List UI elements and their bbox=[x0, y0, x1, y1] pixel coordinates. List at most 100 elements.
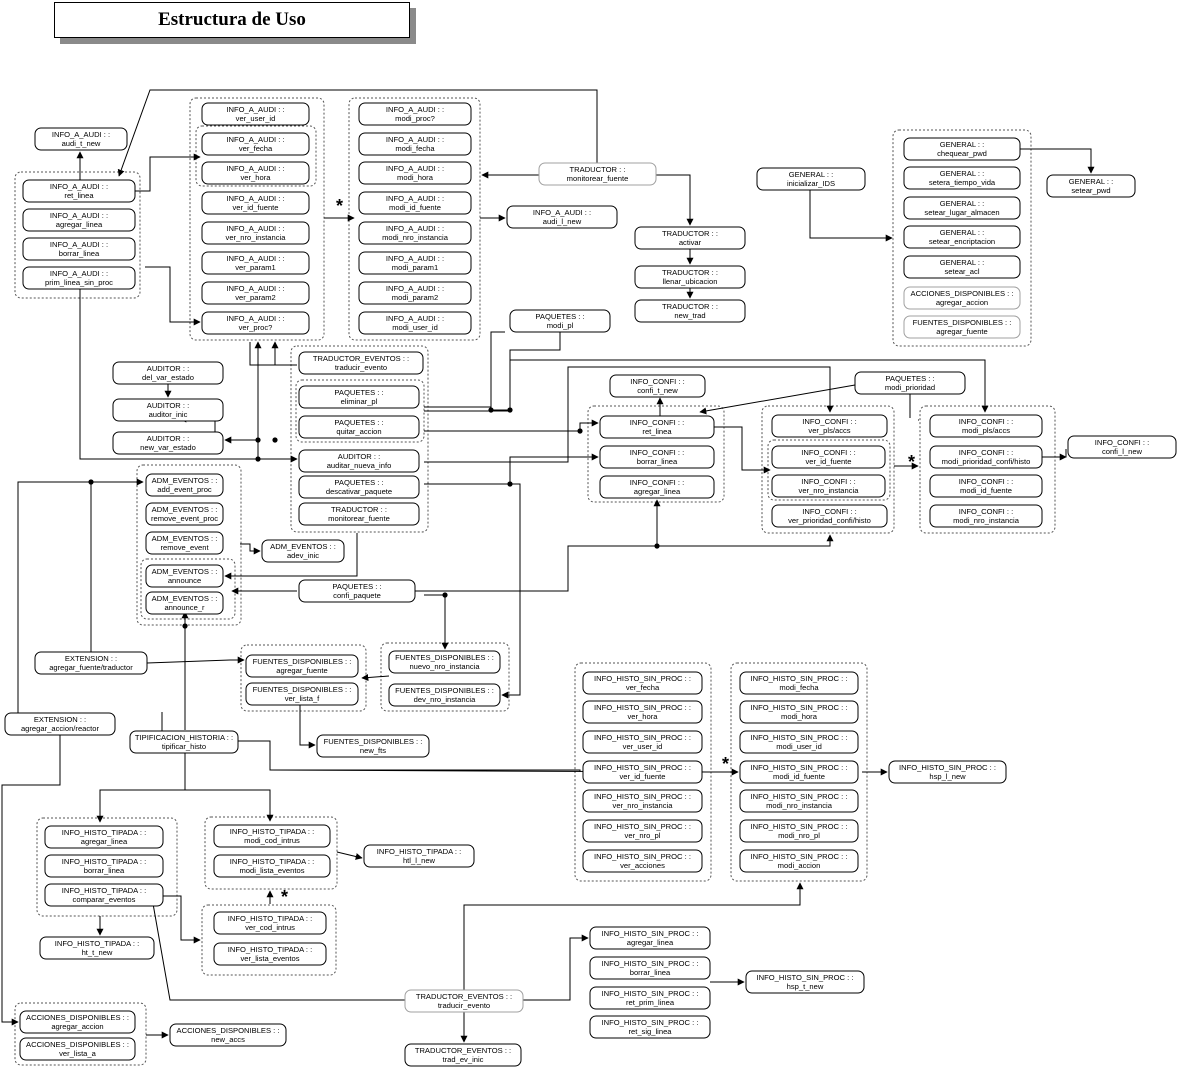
node-gen-setear-encriptacion[interactable]: GENERAL : :setear_encriptacion bbox=[903, 225, 1021, 249]
node-ihsp-ver-id-fuente[interactable]: INFO_HISTO_SIN_PROC : :ver_id_fuente bbox=[582, 760, 703, 784]
node-trev-trad-ev-inic[interactable]: TRADUCTOR_EVENTOS : :trad_ev_inic bbox=[404, 1043, 522, 1067]
node-iaudi-audi-t-new[interactable]: INFO_A_AUDI : :audi_t_new bbox=[34, 127, 128, 151]
node-iaudi-ver-hora[interactable]: INFO_A_AUDI : :ver_hora bbox=[201, 161, 310, 185]
node-aud-auditar-nueva-info[interactable]: AUDITOR : :auditar_nueva_info bbox=[298, 449, 420, 473]
node-trad-new-trad[interactable]: TRADUCTOR : :new_trad bbox=[634, 299, 746, 323]
node-trad-llenar-ubicacion[interactable]: TRADUCTOR : :llenar_ubicacion bbox=[634, 265, 746, 289]
node-ihsp-ver-fecha[interactable]: INFO_HISTO_SIN_PROC : :ver_fecha bbox=[582, 671, 703, 695]
node-gen-chequear-pwd[interactable]: GENERAL : :chequear_pwd bbox=[903, 137, 1021, 161]
node-accdisp-ver-lista-a[interactable]: ACCIONES_DISPONIBLES : :ver_lista_a bbox=[19, 1037, 136, 1061]
node-iht-modi-cod-intrus[interactable]: INFO_HISTO_TIPADA : :modi_cod_intrus bbox=[213, 824, 331, 848]
node-paq-descativar-paquete[interactable]: PAQUETES : :descativar_paquete bbox=[298, 475, 420, 499]
node-ihsp-modi-user-id[interactable]: INFO_HISTO_SIN_PROC : :modi_user_id bbox=[739, 730, 859, 754]
node-fdisp-nuevo-nro-instancia[interactable]: FUENTES_DISPONIBLES : :nuevo_nro_instanc… bbox=[388, 650, 501, 674]
node-iht-modi-lista-eventos[interactable]: INFO_HISTO_TIPADA : :modi_lista_eventos bbox=[213, 854, 331, 878]
node-gen-setear-lugar-almacen[interactable]: GENERAL : :setear_lugar_almacen bbox=[903, 196, 1021, 220]
node-admev-announce[interactable]: ADM_EVENTOS : :announce bbox=[145, 564, 224, 588]
node-aud-auditor-inic[interactable]: AUDITOR : :auditor_inic bbox=[112, 398, 224, 422]
node-iconfi-ver-nro-instancia[interactable]: INFO_CONFI : :ver_nro_instancia bbox=[771, 474, 886, 498]
node-iaudi-modi-fecha[interactable]: INFO_A_AUDI : :modi_fecha bbox=[358, 132, 472, 156]
node-iconfi-modi-nro-instancia[interactable]: INFO_CONFI : :modi_nro_instancia bbox=[929, 504, 1043, 528]
node-aud-new-var-estado[interactable]: AUDITOR : :new_var_estado bbox=[112, 431, 224, 455]
node-fdisp-agregar-fuente-top[interactable]: FUENTES_DISPONIBLES : :agregar_fuente bbox=[903, 315, 1021, 339]
node-trad-activar[interactable]: TRADUCTOR : :activar bbox=[634, 226, 746, 250]
node-iaudi-ver-id-fuente[interactable]: INFO_A_AUDI : :ver_id_fuente bbox=[201, 191, 310, 215]
node-ihsp-hsp-l-new[interactable]: INFO_HISTO_SIN_PROC : :hsp_l_new bbox=[888, 760, 1007, 784]
node-admev-remove-event-proc[interactable]: ADM_EVENTOS : :remove_event_proc bbox=[145, 502, 224, 526]
node-fdisp-ver-lista-f[interactable]: FUENTES_DISPONIBLES : :ver_lista_f bbox=[245, 682, 359, 706]
node-iaudi-prim-linea[interactable]: INFO_A_AUDI : :prim_linea_sin_proc bbox=[22, 266, 136, 290]
node-iconfi-ver-id-fuente[interactable]: INFO_CONFI : :ver_id_fuente bbox=[771, 445, 886, 469]
node-admev-remove-event[interactable]: ADM_EVENTOS : :remove_event bbox=[145, 531, 224, 555]
node-iconfi-modi-pls-accs[interactable]: INFO_CONFI : :modi_pls/accs bbox=[929, 414, 1043, 438]
node-iaudi-ver-fecha[interactable]: INFO_A_AUDI : :ver_fecha bbox=[201, 132, 310, 156]
node-ihsp-ver-nro-pl[interactable]: INFO_HISTO_SIN_PROC : :ver_nro_pl bbox=[582, 819, 703, 843]
node-gen-inicializar-ids[interactable]: GENERAL : :inicializar_IDS bbox=[756, 167, 866, 191]
node-ihsp-modi-fecha[interactable]: INFO_HISTO_SIN_PROC : :modi_fecha bbox=[739, 671, 859, 695]
node-paq-eliminar-pl[interactable]: PAQUETES : :eliminar_pl bbox=[298, 385, 420, 409]
node-paq-quitar-accion[interactable]: PAQUETES : :quitar_accion bbox=[298, 415, 420, 439]
node-ihsp-modi-nro-pl[interactable]: INFO_HISTO_SIN_PROC : :modi_nro_pl bbox=[739, 819, 859, 843]
node-iaudi-ver-user-id[interactable]: INFO_A_AUDI : :ver_user_id bbox=[201, 102, 310, 126]
node-admev-announce-r[interactable]: ADM_EVENTOS : :announce_r bbox=[145, 591, 224, 615]
node-accdisp-new-accs[interactable]: ACCIONES_DISPONIBLES : :new_accs bbox=[169, 1023, 287, 1047]
node-iconfi-borrar-linea[interactable]: INFO_CONFI : :borrar_linea bbox=[599, 445, 715, 469]
node-iht-agregar-linea[interactable]: INFO_HISTO_TIPADA : :agregar_linea bbox=[44, 825, 164, 849]
node-admev-adev-inic[interactable]: ADM_EVENTOS : :adev_inic bbox=[261, 539, 345, 563]
node-ext-agregar-accion-reactor[interactable]: EXTENSION : :agregar_accion/reactor bbox=[4, 712, 116, 736]
node-iconfi-confi-t-new[interactable]: INFO_CONFI : :confi_t_new bbox=[609, 374, 706, 398]
node-accdisp-agregar-accion-top[interactable]: ACCIONES_DISPONIBLES : :agregar_accion bbox=[903, 286, 1021, 310]
node-iht-ver-lista-eventos[interactable]: INFO_HISTO_TIPADA : :ver_lista_eventos bbox=[213, 942, 327, 966]
node-iaudi-modi-param2[interactable]: INFO_A_AUDI : :modi_param2 bbox=[358, 281, 472, 305]
node-gen-setear-pwd[interactable]: GENERAL : :setear_pwd bbox=[1046, 174, 1136, 198]
node-iaudi-modi-user-id[interactable]: INFO_A_AUDI : :modi_user_id bbox=[358, 311, 472, 335]
node-trad-monitorear-fuente[interactable]: TRADUCTOR : :monitorear_fuente bbox=[538, 162, 657, 186]
node-ihsp-hsp-t-new[interactable]: INFO_HISTO_SIN_PROC : :hsp_t_new bbox=[745, 970, 865, 994]
node-iaudi-ver-param2[interactable]: INFO_A_AUDI : :ver_param2 bbox=[201, 281, 310, 305]
node-iaudi-ver-proc[interactable]: INFO_A_AUDI : :ver_proc? bbox=[201, 311, 310, 335]
node-paq-modi-prioridad[interactable]: PAQUETES : :modi_prioridad bbox=[854, 371, 966, 395]
node-iconfi-ver-pls-accs[interactable]: INFO_CONFI : :ver_pls/accs bbox=[771, 414, 888, 438]
node-iconfi-ver-prioridad[interactable]: INFO_CONFI : :ver_prioridad_confi/histo bbox=[771, 504, 888, 528]
node-paq-confi-paquete[interactable]: PAQUETES : :confi_paquete bbox=[298, 579, 416, 603]
node-fdisp-agregar-fuente[interactable]: FUENTES_DISPONIBLES : :agregar_fuente bbox=[245, 654, 359, 678]
node-ihsp-modi-id-fuente[interactable]: INFO_HISTO_SIN_PROC : :modi_id_fuente bbox=[739, 760, 859, 784]
node-iconfi-confi-l-new[interactable]: INFO_CONFI : :confi_l_new bbox=[1067, 435, 1177, 459]
node-iaudi-ver-param1[interactable]: INFO_A_AUDI : :ver_param1 bbox=[201, 251, 310, 275]
node-iaudi-agregar-linea[interactable]: INFO_A_AUDI : :agregar_linea bbox=[22, 208, 136, 232]
node-paq-modi-pl[interactable]: PAQUETES : :modi_pl bbox=[509, 309, 611, 333]
node-trad-monitorear-fuente-2[interactable]: TRADUCTOR : :monitorear_fuente bbox=[298, 502, 420, 526]
node-ihsp-ver-acciones[interactable]: INFO_HISTO_SIN_PROC : :ver_acciones bbox=[582, 849, 703, 873]
node-aud-del-var-estado[interactable]: AUDITOR : :del_var_estado bbox=[112, 361, 224, 385]
node-ihsp-ver-hora[interactable]: INFO_HISTO_SIN_PROC : :ver_hora bbox=[582, 700, 703, 724]
node-iaudi-modi-nro-instancia[interactable]: INFO_A_AUDI : :modi_nro_instancia bbox=[358, 221, 472, 245]
node-ihsp-modi-accion[interactable]: INFO_HISTO_SIN_PROC : :modi_accion bbox=[739, 849, 859, 873]
node-iconfi-ret-linea[interactable]: INFO_CONFI : :ret_linea bbox=[599, 415, 715, 439]
node-ihsp-modi-hora[interactable]: INFO_HISTO_SIN_PROC : :modi_hora bbox=[739, 700, 859, 724]
node-accdisp-agregar-accion[interactable]: ACCIONES_DISPONIBLES : :agregar_accion bbox=[19, 1010, 136, 1034]
node-iconfi-agregar-linea[interactable]: INFO_CONFI : :agregar_linea bbox=[599, 475, 715, 499]
node-iht-htl-l-new[interactable]: INFO_HISTO_TIPADA : :htl_l_new bbox=[363, 844, 475, 868]
node-iaudi-modi-hora[interactable]: INFO_A_AUDI : :modi_hora bbox=[358, 161, 472, 185]
node-trev-traducir-evento-bottom[interactable]: TRADUCTOR_EVENTOS : :traducir_evento bbox=[404, 989, 524, 1013]
node-iaudi-ver-nro-instancia[interactable]: INFO_A_AUDI : :ver_nro_instancia bbox=[201, 221, 310, 245]
node-iaudi-borrar-linea[interactable]: INFO_A_AUDI : :borrar_linea bbox=[22, 237, 136, 261]
node-iconfi-modi-prioridad[interactable]: INFO_CONFI : :modi_prioridad_confi/histo bbox=[929, 445, 1043, 469]
node-ihsp-ver-nro-instancia[interactable]: INFO_HISTO_SIN_PROC : :ver_nro_instancia bbox=[582, 789, 703, 813]
node-iaudi-ret-linea[interactable]: INFO_A_AUDI : :ret_linea bbox=[22, 179, 136, 203]
node-iaudi-modi-id-fuente[interactable]: INFO_A_AUDI : :modi_id_fuente bbox=[358, 191, 472, 215]
node-admev-add-event-proc[interactable]: ADM_EVENTOS : :add_event_proc bbox=[145, 473, 224, 497]
node-gen-setear-acl[interactable]: GENERAL : :setear_acl bbox=[903, 255, 1021, 279]
node-ihsp-modi-nro-instancia[interactable]: INFO_HISTO_SIN_PROC : :modi_nro_instanci… bbox=[739, 789, 859, 813]
node-iht-ht-t-new[interactable]: INFO_HISTO_TIPADA : :ht_t_new bbox=[39, 936, 155, 960]
node-iaudi-audi-l-new[interactable]: INFO_A_AUDI : :audi_l_new bbox=[506, 205, 618, 229]
node-fdisp-dev-nro-instancia[interactable]: FUENTES_DISPONIBLES : :dev_nro_instancia bbox=[388, 683, 501, 707]
node-ihsp-agregar-linea[interactable]: INFO_HISTO_SIN_PROC : :agregar_linea bbox=[589, 926, 711, 950]
node-iaudi-modi-proc[interactable]: INFO_A_AUDI : :modi_proc? bbox=[358, 102, 472, 126]
node-iht-ver-cod-intrus[interactable]: INFO_HISTO_TIPADA : :ver_cod_intrus bbox=[213, 911, 327, 935]
node-gen-setear-tiempo-vida[interactable]: GENERAL : :setera_tiempo_vida bbox=[903, 166, 1021, 190]
node-ihsp-ret-sig-linea[interactable]: INFO_HISTO_SIN_PROC : :ret_sig_linea bbox=[589, 1015, 711, 1039]
node-iht-borrar-linea[interactable]: INFO_HISTO_TIPADA : :borrar_linea bbox=[44, 854, 164, 878]
node-iht-comparar-eventos[interactable]: INFO_HISTO_TIPADA : :comparar_eventos bbox=[44, 883, 164, 907]
node-trev-traducir-evento-mid[interactable]: TRADUCTOR_EVENTOS : :traducir_evento bbox=[298, 351, 424, 375]
